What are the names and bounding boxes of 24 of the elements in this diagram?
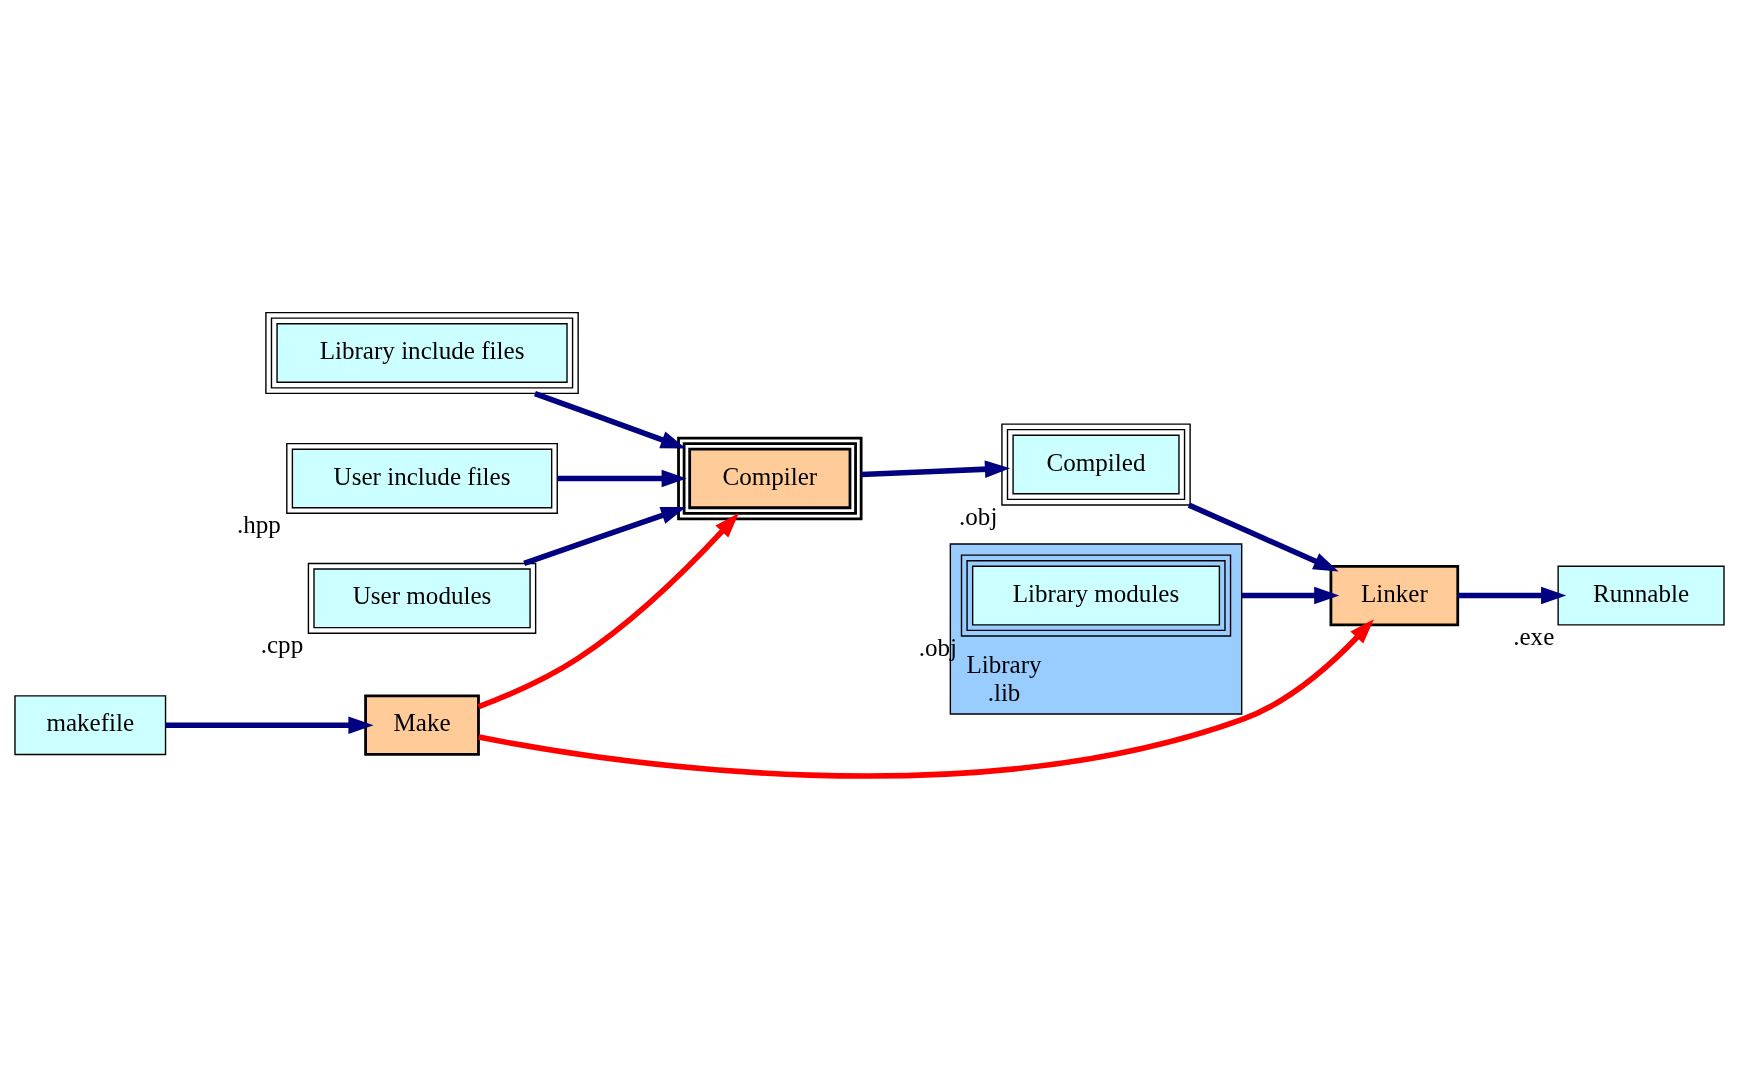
node-box: Runnable xyxy=(1557,565,1725,626)
node-box: User include files xyxy=(286,442,558,514)
arrow xyxy=(1241,586,1340,604)
node-box: Compiler xyxy=(677,436,863,520)
arrow xyxy=(477,512,739,709)
node-box: makefile xyxy=(14,694,167,755)
arrow xyxy=(165,715,374,734)
node-box: Library modules xyxy=(960,553,1232,637)
node-label: .hpp xyxy=(236,510,281,538)
node-box: Compiled xyxy=(1001,422,1191,506)
arrow xyxy=(557,469,687,487)
node-label: .cpp xyxy=(260,630,304,658)
arrow xyxy=(1187,502,1339,571)
node-label: .obj xyxy=(959,502,998,530)
arrow xyxy=(1457,586,1567,604)
arrow xyxy=(861,459,1011,478)
node-label: .exe xyxy=(1513,622,1555,650)
arrow xyxy=(523,506,687,566)
arrow xyxy=(478,618,1374,779)
node-box: Linker xyxy=(1329,564,1460,626)
arrow xyxy=(534,390,686,448)
node-box: User modules xyxy=(307,562,537,634)
node-box: Make xyxy=(364,694,480,756)
node-box: Library include files xyxy=(265,311,579,394)
